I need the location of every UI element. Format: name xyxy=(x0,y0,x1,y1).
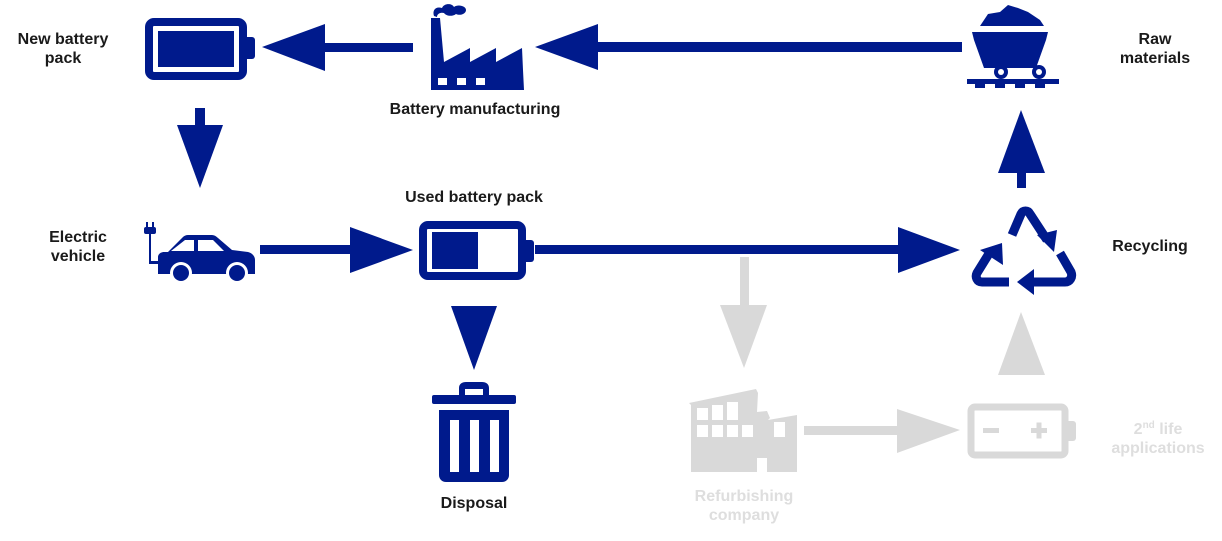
building-icon xyxy=(689,389,797,472)
label-line: Electric xyxy=(49,229,107,246)
label-line: 2nd life xyxy=(1092,420,1222,439)
label-raw-materials: Raw materials xyxy=(1105,30,1205,68)
label-rest: life xyxy=(1154,421,1183,438)
arrow-used-battery-to-refurbishing xyxy=(720,257,767,368)
arrow-raw-to-manufacturing xyxy=(535,24,962,70)
label-disposal: Disposal xyxy=(440,495,508,512)
electric-car-icon xyxy=(144,222,255,284)
label-new-battery-pack: New battery pack xyxy=(6,30,120,68)
label-used-battery-pack: Used battery pack xyxy=(405,189,543,206)
label-battery-manufacturing: Battery manufacturing xyxy=(389,101,561,118)
label-recycling: Recycling xyxy=(1112,238,1188,255)
label-line: New battery xyxy=(17,31,109,48)
recycle-icon xyxy=(971,206,1077,287)
label-line: materials xyxy=(1119,50,1191,67)
arrow-refurbishing-to-second-life xyxy=(804,409,960,453)
label-refurbishing-company: Refurbishing company xyxy=(672,487,816,525)
label-second-life-applications: 2nd life applications xyxy=(1092,420,1222,458)
arrow-recycling-to-raw xyxy=(998,110,1045,188)
trash-icon xyxy=(432,382,516,482)
label-electric-vehicle: Electric vehicle xyxy=(26,228,130,266)
recycle-arrowheads xyxy=(980,230,1057,295)
arrow-vehicle-to-used-battery xyxy=(260,227,413,273)
battery-half-icon xyxy=(419,221,534,280)
label-line: Refurbishing xyxy=(694,488,794,505)
label-line: company xyxy=(708,507,780,524)
label-line: pack xyxy=(44,50,82,67)
arrow-new-battery-to-vehicle xyxy=(177,108,223,188)
factory-icon xyxy=(431,4,524,90)
arrow-used-battery-to-disposal xyxy=(451,306,497,370)
mine-cart-icon xyxy=(967,5,1059,88)
arrow-manufacturing-to-new-battery xyxy=(262,24,413,71)
arrow-second-life-to-recycling xyxy=(998,312,1045,375)
label-num: 2 xyxy=(1133,421,1143,438)
battery-full-icon xyxy=(145,18,255,80)
battery-plus-minus-icon xyxy=(967,403,1076,459)
arrow-used-battery-to-recycling xyxy=(535,227,960,273)
label-line: vehicle xyxy=(50,248,106,265)
label-line: Raw xyxy=(1138,31,1172,48)
label-sup: nd xyxy=(1142,420,1155,431)
label-line: applications xyxy=(1111,440,1205,457)
